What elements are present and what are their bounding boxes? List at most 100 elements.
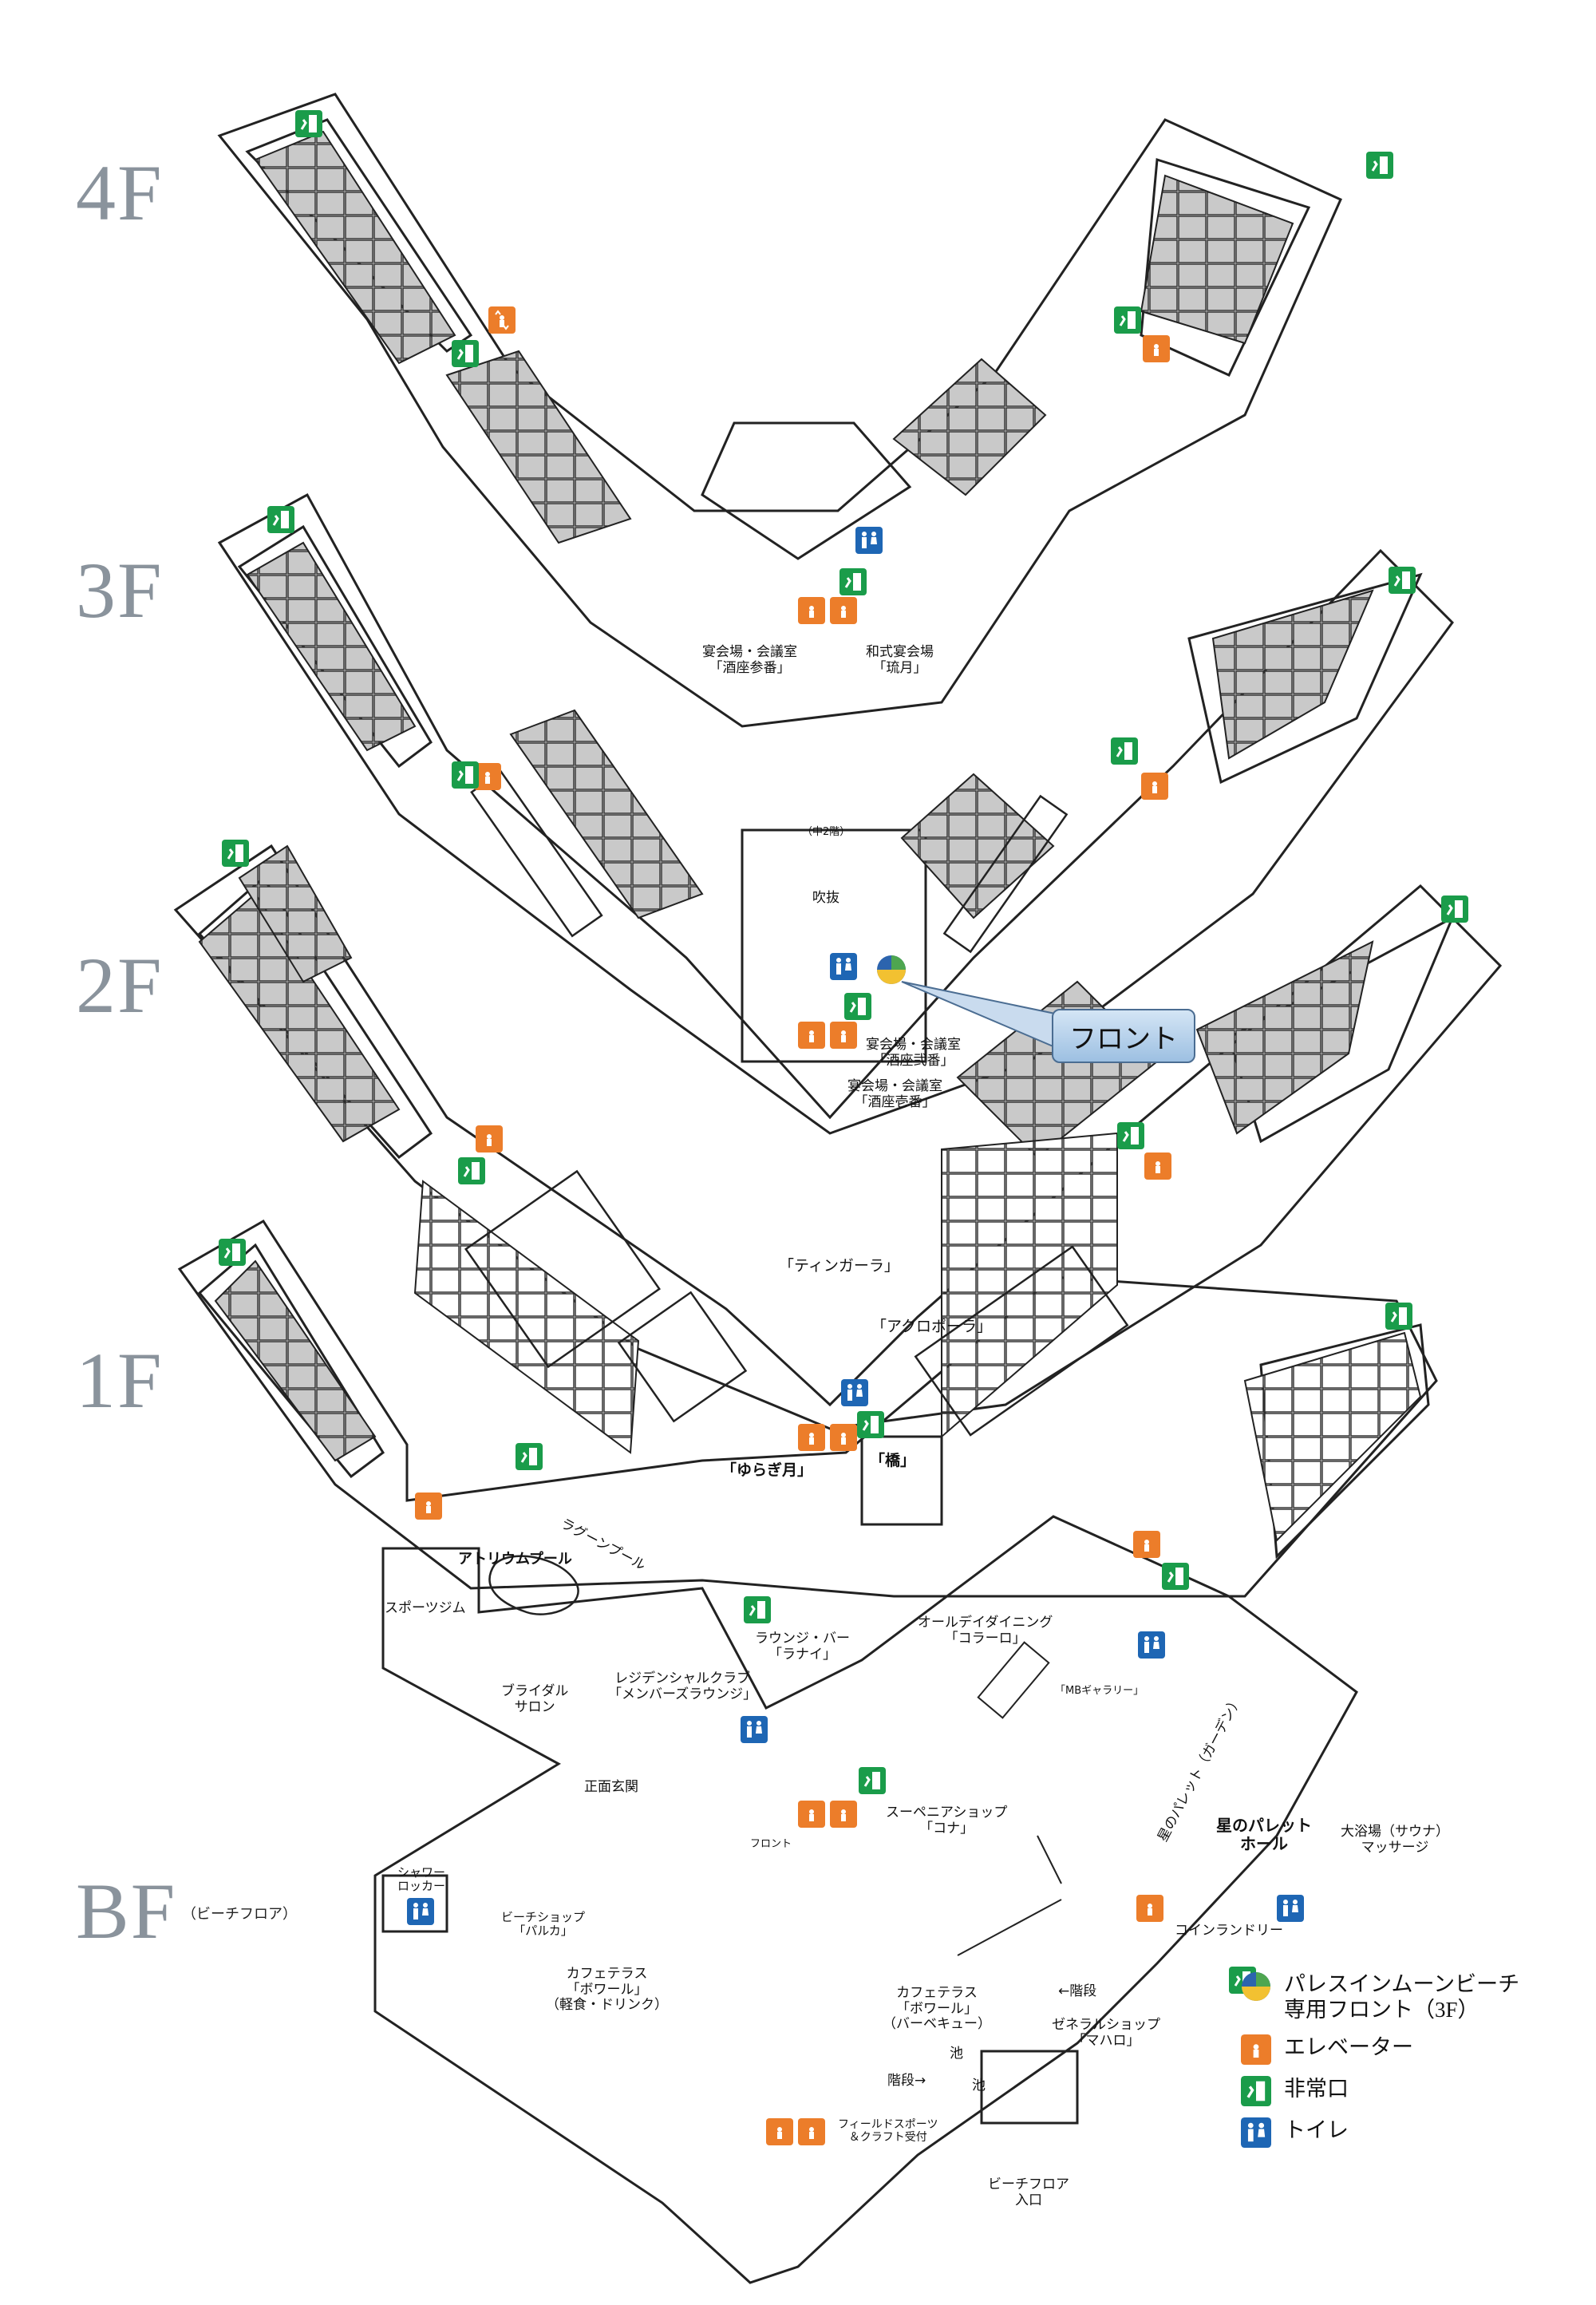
restroom-icon	[407, 1898, 434, 1925]
elevator-icon	[830, 1424, 857, 1451]
map-legend: パレスインムーンビーチ 専用フロント（3F） エレベーター 非常口 トイレ	[1241, 1971, 1519, 2159]
floor-bf-outline	[373, 1515, 1358, 2284]
elevator-icon	[1133, 1531, 1160, 1558]
elevator-icon	[488, 306, 516, 334]
label-beach-entrance: ビーチフロア 入口	[988, 2177, 1069, 2208]
emergency-exit-icon	[1441, 896, 1468, 923]
elevator-icon	[830, 1022, 857, 1049]
elevator-icon	[798, 1801, 825, 1828]
elevator-icon	[798, 1022, 825, 1049]
emergency-exit-icon	[1389, 567, 1416, 594]
front-desk-callout: フロント	[1052, 1009, 1195, 1063]
restroom-icon	[1277, 1895, 1304, 1922]
label-bridal-salon: ブライダル サロン	[501, 1683, 569, 1715]
emergency-exit-icon	[1366, 152, 1393, 179]
restroom-icon	[1241, 2117, 1271, 2148]
elevator-icon	[798, 2118, 825, 2145]
label-beach-shop: ビーチショップ 「パルカ」	[501, 1910, 586, 1939]
label-lounge-bar: ラウンジ・バー 「ラナイ」	[755, 1631, 850, 1663]
elevator-icon	[830, 1801, 857, 1828]
emergency-exit-icon	[744, 1596, 771, 1623]
label-pond-1: 池	[950, 2046, 963, 2062]
emergency-exit-icon	[219, 1239, 246, 1266]
elevator-icon	[1144, 1152, 1171, 1180]
emergency-exit-icon	[844, 993, 871, 1020]
guest-room-blocks	[198, 130, 1422, 1543]
label-cafe-bbq: カフェテラス 「ボワール」 （バーベキュー）	[883, 1985, 991, 2033]
label-2f-banquet-b: 宴会場・会議室 「酒座壱番」	[847, 1078, 942, 1110]
legend-label-exit: 非常口	[1284, 2076, 1349, 2101]
label-atrium-pool: アトリウムプール	[458, 1551, 572, 1568]
label-cafe-terrace: カフェテラス 「ボワール」 （軽食・ドリンク）	[546, 1966, 668, 2014]
front-desk-icon	[1242, 1972, 1270, 2001]
legend-item-elevator: エレベーター	[1241, 2034, 1519, 2065]
legend-label-elevator: エレベーター	[1284, 2034, 1413, 2059]
emergency-exit-icon	[267, 506, 294, 533]
emergency-exit-icon	[295, 110, 322, 137]
label-1f-yuragizuki: 「ゆらぎ月」	[721, 1461, 813, 1479]
emergency-exit-icon	[1114, 306, 1141, 334]
floor-1f-outline	[177, 1219, 1438, 1598]
elevator-icon	[830, 597, 857, 624]
elevator-icon	[1143, 335, 1170, 362]
label-laundry: コインランドリー	[1175, 1923, 1283, 1939]
label-mb-gallery: 「MBギャラリー」	[1055, 1685, 1144, 1697]
label-1f-hashi: 「橋」	[870, 1452, 916, 1469]
label-pond-2: 池	[972, 2078, 986, 2093]
emergency-exit-icon	[1111, 737, 1138, 765]
elevator-icon	[798, 597, 825, 624]
label-bath-massage: 大浴場（サウナ） マッサージ	[1341, 1824, 1449, 1856]
emergency-exit-icon	[1162, 1563, 1189, 1590]
label-1f-tingara: 「ティンガーラ」	[779, 1257, 899, 1275]
label-bf-front: フロント	[750, 1838, 792, 1850]
restroom-icon	[830, 953, 857, 980]
legend-item-front: パレスインムーンビーチ 専用フロント（3F）	[1241, 1971, 1519, 2023]
legend-label-restroom: トイレ	[1284, 2117, 1349, 2142]
legend-item-exit: 非常口	[1241, 2075, 1519, 2106]
floor-label-3f: 3F	[76, 546, 164, 635]
label-superette: スーペニアショップ 「コナ」	[886, 1805, 1008, 1836]
restroom-icon	[741, 1716, 768, 1743]
emergency-exit-icon	[857, 1411, 884, 1438]
label-field-sports: フィールドスポーツ ＆クラフト受付	[838, 2118, 938, 2145]
restroom-icon	[855, 527, 883, 554]
label-3f-banquet-a: 宴会場・会議室 「酒座参番」	[702, 644, 797, 676]
restroom-icon	[1138, 1631, 1165, 1659]
emergency-exit-icon	[1117, 1122, 1144, 1149]
label-2f-atrium: 吹抜	[812, 890, 839, 906]
label-residential-club: レジデンシャルクラブ 「メンバーズラウンジ」	[608, 1670, 757, 1702]
emergency-exit-icon	[1241, 2075, 1271, 2106]
floor-label-bf: BF	[76, 1867, 177, 1955]
floor-label-1f: 1F	[76, 1336, 164, 1425]
label-3f-banquet-b: 和式宴会場 「琉月」	[866, 644, 934, 676]
emergency-exit-icon	[839, 568, 867, 595]
emergency-exit-icon	[452, 761, 479, 789]
front-desk-marker	[877, 955, 906, 984]
label-stairs-left: 階段→	[887, 2073, 926, 2089]
legend-item-restroom: トイレ	[1241, 2117, 1519, 2148]
floor-label-2f: 2F	[76, 941, 164, 1030]
elevator-icon	[474, 763, 501, 790]
label-shower-locker: シャワー ロッカー	[397, 1865, 446, 1894]
label-2f-banquet-a: 宴会場・会議室 「酒座弐番」	[866, 1037, 961, 1069]
elevator-icon	[476, 1125, 503, 1152]
emergency-exit-icon	[859, 1767, 886, 1794]
legend-label-front: パレスインムーンビーチ 専用フロント（3F）	[1284, 1972, 1520, 2022]
label-all-day-dining: オールデイダイニング 「コラーロ」	[918, 1615, 1053, 1647]
elevator-icon	[798, 1424, 825, 1451]
emergency-exit-icon	[222, 840, 249, 867]
beach-floor-note: （ビーチフロア）	[182, 1906, 297, 1923]
emergency-exit-icon	[516, 1443, 543, 1470]
elevator-icon	[415, 1493, 442, 1520]
elevator-icon	[1136, 1895, 1163, 1922]
label-stairs-right: ←階段	[1058, 1983, 1097, 1999]
label-general-shop: ゼネラルショップ 「マハロ」	[1052, 2017, 1160, 2049]
restroom-icon	[841, 1379, 868, 1406]
elevator-icon	[1241, 2034, 1271, 2065]
label-main-entrance: 正面玄関	[584, 1779, 638, 1795]
elevator-icon	[766, 2118, 793, 2145]
emergency-exit-icon	[1385, 1303, 1412, 1330]
emergency-exit-icon	[452, 340, 479, 367]
floor-label-4f: 4F	[76, 148, 164, 237]
